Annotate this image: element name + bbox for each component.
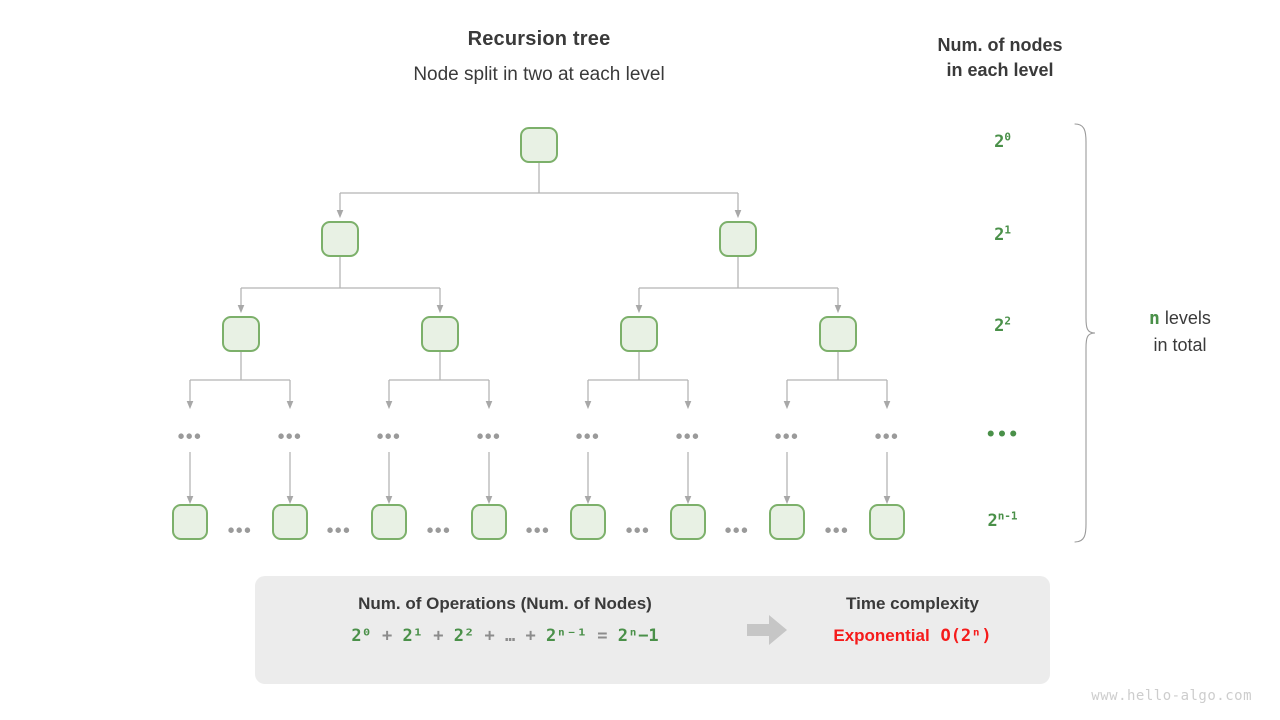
summary-panel: Num. of Operations (Num. of Nodes) 2⁰ + … [255,576,1050,684]
levels-word: levels [1164,308,1211,328]
right-column-title-line2: in each level [946,60,1054,80]
tree-node-leaf-6[interactable] [769,504,805,540]
level-count-base-4: 2 [987,511,998,531]
level-count-label-1: 21 [940,223,1065,245]
level-count-base-1: 2 [994,225,1005,245]
formula-term-3: + [433,626,444,646]
level-count-base-0: 2 [994,132,1005,152]
right-column-title-line1: Num. of nodes [937,35,1063,55]
page-subtitle: Node split in two at each level [413,64,665,85]
levels-variable: n [1149,308,1160,329]
formula-term-2: 2¹ [402,626,424,646]
tree-node-l2-3[interactable] [819,316,857,352]
tree-node-l1-0[interactable] [321,221,359,257]
tree-node-l0-0[interactable] [520,127,558,163]
tree-ellipsis-l3-7: ••• [874,426,900,448]
tree-ellipsis-l3-6: ••• [774,426,800,448]
tree-ellipsis-l3-4: ••• [575,426,601,448]
tree-node-l2-0[interactable] [222,316,260,352]
tree-ellipsis-l3-1: ••• [277,426,303,448]
tree-ellipsis-l3-0: ••• [177,426,203,448]
summary-complexity-block: Time complexity Exponential O(2ⁿ) [785,594,1040,646]
summary-complexity-value: Exponential O(2ⁿ) [785,626,1040,646]
level-count-label-0: 20 [940,130,1065,152]
tree-node-leaf-5[interactable] [670,504,706,540]
level-count-base-2: 2 [994,316,1005,336]
tree-node-leaf-7[interactable] [869,504,905,540]
leaf-separator-1: ••• [326,520,352,542]
tree-node-leaf-4[interactable] [570,504,606,540]
level-count-label-4: 2n-1 [940,509,1065,531]
tree-node-leaf-3[interactable] [471,504,507,540]
level-count-exp-4: n-1 [997,509,1018,523]
right-arrow-icon [747,615,787,645]
right-column-title: Num. of nodes in each level [905,33,1095,83]
formula-term-6: … [505,626,516,646]
tree-node-l2-2[interactable] [620,316,658,352]
leaf-separator-5: ••• [724,520,750,542]
leaf-separator-2: ••• [426,520,452,542]
level-count-label-2: 22 [940,314,1065,336]
formula-term-5: + [484,626,495,646]
levels-total-line2: in total [1153,335,1207,355]
page-title: Recursion tree [467,28,611,50]
formula-term-1: + [382,626,393,646]
complexity-notation: O(2ⁿ) [940,626,992,646]
summary-operations-heading: Num. of Operations (Num. of Nodes) [358,594,652,613]
levels-brace [1074,123,1096,543]
level-count-label-3: ••• [985,425,1020,445]
leaf-separator-3: ••• [525,520,551,542]
summary-complexity-heading: Time complexity [846,594,979,613]
complexity-name: Exponential [833,626,930,645]
leaf-separator-6: ••• [824,520,850,542]
tree-node-l1-1[interactable] [719,221,757,257]
formula-term-9: = [597,626,608,646]
leaf-separator-4: ••• [625,520,651,542]
formula-term-7: + [525,626,536,646]
leaf-separator-0: ••• [227,520,253,542]
levels-total-note: n levels in total [1105,305,1255,358]
formula-term-8: 2ⁿ⁻¹ [546,626,587,646]
formula-term-0: 2⁰ [351,626,372,646]
summary-operations-block: Num. of Operations (Num. of Nodes) 2⁰ + … [265,594,745,646]
level-count-exp-2: 2 [1004,314,1011,328]
tree-ellipsis-l3-3: ••• [476,426,502,448]
levels-total-line1: n levels [1105,305,1255,332]
formula-term-4: 2² [453,626,475,646]
tree-ellipsis-l3-5: ••• [675,426,701,448]
tree-node-leaf-1[interactable] [272,504,308,540]
summary-formula: 2⁰ + 2¹ + 2² + … + 2ⁿ⁻¹ = 2ⁿ−1 [265,626,745,646]
formula-term-10: 2ⁿ−1 [617,626,659,646]
watermark: www.hello-algo.com [1091,688,1252,704]
tree-ellipsis-l3-2: ••• [376,426,402,448]
tree-node-l2-1[interactable] [421,316,459,352]
tree-node-leaf-2[interactable] [371,504,407,540]
level-count-exp-1: 1 [1004,223,1011,237]
tree-node-leaf-0[interactable] [172,504,208,540]
level-count-exp-0: 0 [1004,130,1011,144]
